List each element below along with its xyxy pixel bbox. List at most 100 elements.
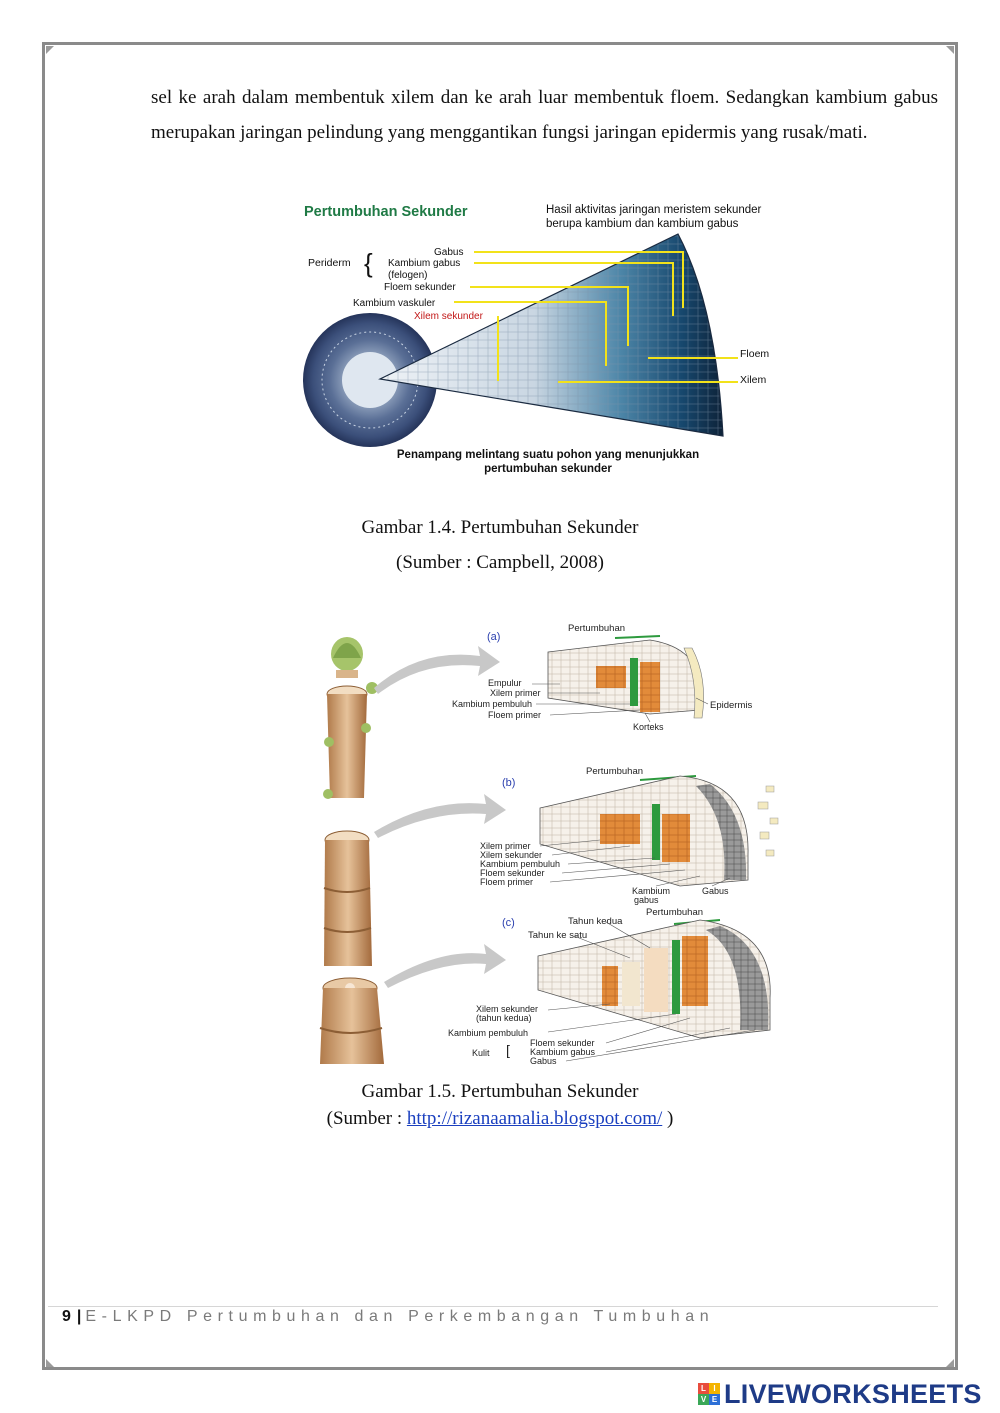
page-border: [42, 42, 958, 1370]
source-prefix: (Sumber :: [326, 1108, 407, 1129]
label-b-3: Floem sekunder: [480, 868, 545, 878]
label-floem-sekunder: Floem sekunder: [384, 282, 456, 293]
stem-node: [323, 887, 371, 893]
label-floem: Floem: [740, 348, 769, 360]
lateral-bud: [361, 723, 371, 733]
label-korteks: Korteks: [633, 722, 664, 732]
logo-letter: E: [709, 1394, 720, 1405]
liveworksheets-watermark: L I V E LIVEWORKSHEETS: [698, 1378, 982, 1410]
periderm-brace: {: [364, 248, 373, 278]
label-b-1: Xilem sekunder: [480, 850, 542, 860]
label-epidermis: Epidermis: [710, 700, 752, 711]
lateral-bud: [366, 682, 378, 694]
caption-figure-1-5-source: (Sumber : http://rizanaamalia.blogspot.c…: [0, 1108, 1000, 1130]
lateral-bud: [323, 789, 333, 799]
label-c-1: Kambium gabus: [530, 1047, 596, 1057]
fig1-bottom-line1: Penampang melintang suatu pohon yang men…: [397, 449, 699, 461]
label-b-4: Floem primer: [480, 877, 533, 887]
block-b-cork: [696, 784, 747, 880]
label-a-2: Kambium pembuluh: [452, 699, 532, 709]
label-a-3: Floem primer: [488, 710, 541, 720]
label-c-2: Gabus: [530, 1056, 557, 1066]
leader-lines: [454, 251, 738, 383]
label-stage-a: (a): [487, 631, 500, 643]
border-corner-top-right: [946, 46, 954, 54]
logo-letter: I: [709, 1383, 720, 1394]
footer-rule: [48, 1306, 938, 1307]
logo-letter: L: [698, 1383, 709, 1394]
block-c-xylem: [602, 966, 618, 1006]
bud-base: [336, 670, 358, 678]
bark-flake: [757, 801, 769, 810]
caption-figure-1-5: Gambar 1.5. Pertumbuhan Sekunder: [361, 1081, 639, 1102]
kulit-brace: [: [506, 1042, 510, 1058]
labels-a: Empulur Xilem primer Kambium pembuluh Fl…: [452, 678, 752, 732]
label-tahun-ke-satu: Tahun ke satu: [528, 930, 587, 941]
bark-flake: [769, 817, 779, 825]
label-b-kambium: Kambium: [632, 886, 670, 896]
block-a-cambium: [630, 658, 638, 706]
label-periderm: Periderm: [308, 257, 351, 269]
footer-title: E-LKPD Pertumbuhan dan Perkembangan Tumb…: [85, 1308, 715, 1325]
liveworksheets-logo-icon: L I V E: [698, 1383, 720, 1405]
label-c-kambium: Kambium pembuluh: [448, 1028, 528, 1038]
fig1-note-line1: Hasil aktivitas jaringan meristem sekund…: [546, 204, 762, 216]
body-paragraph: sel ke arah dalam membentuk xilem dan ke…: [151, 87, 938, 143]
caption-figure-1-4-source: (Sumber : Campbell, 2008): [396, 552, 604, 573]
label-kambium-vaskuler: Kambium vaskuler: [353, 298, 436, 309]
border-corner-top-left: [46, 46, 54, 54]
leader-lines-a: [532, 683, 709, 723]
block-c-xylem-2: [622, 962, 640, 1006]
wedge-outline: [378, 233, 724, 437]
growth-arrow-a: [614, 635, 661, 639]
block-b-phloem: [662, 814, 690, 862]
lateral-bud: [324, 737, 334, 747]
bud-scales: [333, 643, 361, 658]
label-stage-c: (c): [502, 917, 515, 929]
arrow-c: [384, 944, 506, 988]
footer-separator: |: [76, 1308, 82, 1325]
bark-flake: [765, 785, 775, 793]
labels-c: Xilem sekunder (tahun kedua) Kambium pem…: [448, 1004, 596, 1066]
liveworksheets-text: LIVEWORKSHEETS: [724, 1378, 982, 1409]
source-link[interactable]: http://rizanaamalia.blogspot.com/: [406, 1108, 663, 1129]
stem-node: [323, 927, 372, 933]
block-c-phloem: [682, 936, 708, 1006]
fig1-title: Pertumbuhan Sekunder: [304, 204, 468, 220]
label-c-xilem-line2: (tahun kedua): [476, 1013, 532, 1023]
label-pertumbuhan-b: Pertumbuhan: [586, 766, 643, 777]
footer: 9 |E-LKPD Pertumbuhan dan Perkembangan Tu…: [62, 1308, 714, 1326]
label-xilem: Xilem: [740, 374, 767, 386]
block-b-top: [539, 775, 749, 887]
label-felogen: (felogen): [388, 270, 427, 281]
stem-segment-b: [324, 840, 372, 966]
label-stage-b: (b): [502, 777, 515, 789]
logo-letter: V: [698, 1394, 709, 1405]
figure-secondary-growth-cross-section: Pertumbuhan Sekunder Hasil aktivitas jar…: [303, 204, 769, 475]
label-b-gabus: Gabus: [702, 886, 729, 896]
bark-flake: [759, 831, 770, 840]
label-a-0: Empulur: [488, 678, 522, 688]
leader-gabus: [474, 251, 684, 308]
border-corner-bottom-left: [46, 1359, 54, 1367]
figure-secondary-growth-stages: (a) Pertumbuhan Empulur Xilem primer Kam…: [319, 623, 779, 1066]
label-kulit: Kulit: [472, 1048, 490, 1058]
block-a-orange: [596, 666, 626, 688]
block-c-wood: [644, 948, 668, 1012]
label-c-0: Floem sekunder: [530, 1038, 595, 1048]
label-a-1: Xilem primer: [490, 688, 541, 698]
arrows: [374, 646, 506, 988]
label-b-0: Xilem primer: [480, 841, 531, 851]
disc-pith: [342, 352, 398, 408]
source-suffix: ): [662, 1108, 674, 1129]
fig1-bottom-line2: pertumbuhan sekunder: [484, 463, 612, 475]
arrow-a: [374, 646, 500, 694]
page-number: 9: [62, 1308, 71, 1325]
label-c-xilem: Xilem sekunder: [476, 1004, 538, 1014]
label-kambium-gabus: Kambium gabus: [388, 258, 460, 269]
wedge-cell-texture: [380, 234, 723, 436]
tissue-block-c: [537, 919, 771, 1039]
block-a-epidermis: [683, 647, 704, 719]
label-b-gabus-line2: gabus: [634, 895, 659, 905]
leader-kambium-vaskuler: [454, 301, 607, 366]
